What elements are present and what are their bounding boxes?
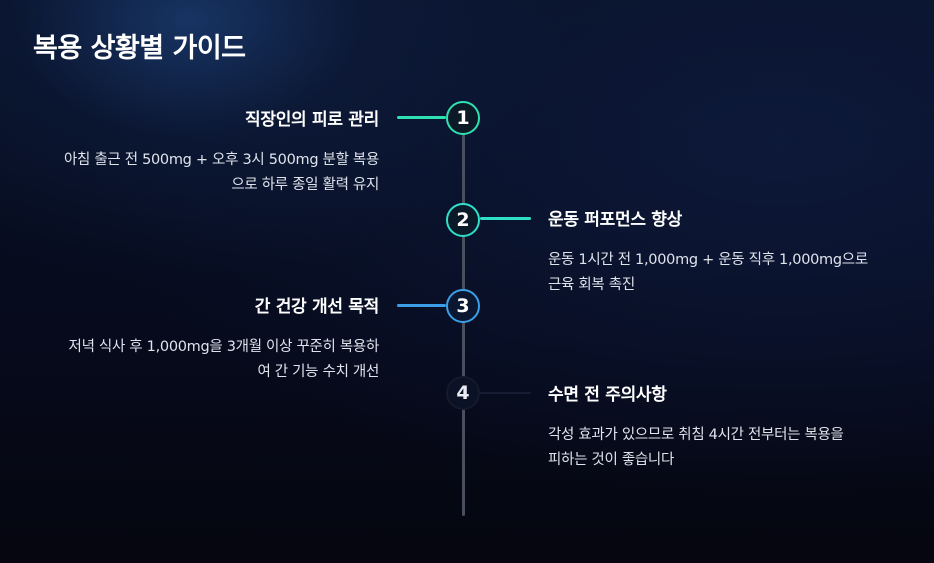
step-1-title: 직장인의 피로 관리 [245, 110, 379, 130]
step-4-desc-line-2: 피하는 것이 좋습니다 [548, 452, 674, 468]
step-3-connector [397, 304, 446, 307]
step-3-title: 간 건강 개선 목적 [254, 297, 380, 317]
step-2-marker: 2 [446, 203, 480, 237]
step-3-desc-line-1: 저녁 식사 후 1,000mg을 3개월 이상 꾸준히 복용하 [68, 339, 380, 355]
step-4-marker: 4 [446, 376, 480, 410]
step-3-card: 간 건강 개선 목적 저녁 식사 후 1,000mg을 3개월 이상 꾸준히 복… [9, 292, 380, 385]
step-1-description: 아침 출근 전 500mg + 오후 3시 500mg 분할 복용 으로 하루 … [19, 148, 379, 198]
step-4-desc-line-1: 각성 효과가 있으므로 취침 4시간 전부터는 복용을 [548, 427, 844, 443]
step-3-description: 저녁 식사 후 1,000mg을 3개월 이상 꾸준히 복용하 여 간 기능 수… [9, 335, 380, 385]
step-2-title: 운동 퍼포먼스 향상 [548, 210, 682, 230]
step-4-title: 수면 전 주의사항 [548, 385, 667, 405]
step-4-card: 수면 전 주의사항 각성 효과가 있으므로 취침 4시간 전부터는 복용을 피하… [548, 380, 908, 473]
step-2-description: 운동 1시간 전 1,000mg + 운동 직후 1,000mg으로 근육 회복… [548, 248, 908, 298]
page-title: 복용 상황별 가이드 [33, 33, 246, 64]
step-3-marker: 3 [446, 289, 480, 323]
step-1-marker: 1 [446, 101, 480, 135]
step-4-connector [480, 392, 531, 394]
step-1-card: 직장인의 피로 관리 아침 출근 전 500mg + 오후 3시 500mg 분… [19, 105, 379, 198]
step-4-description: 각성 효과가 있으므로 취침 4시간 전부터는 복용을 피하는 것이 좋습니다 [548, 423, 908, 473]
step-2-connector [480, 217, 531, 220]
step-2-desc-line-2: 근육 회복 촉진 [548, 277, 635, 293]
step-2-desc-line-1: 운동 1시간 전 1,000mg + 운동 직후 1,000mg으로 [548, 252, 868, 268]
step-1-desc-line-1: 아침 출근 전 500mg + 오후 3시 500mg 분할 복용 [63, 152, 379, 168]
step-1-desc-line-2: 으로 하루 종일 활력 유지 [231, 177, 379, 193]
step-1-connector [397, 116, 446, 119]
step-2-card: 운동 퍼포먼스 향상 운동 1시간 전 1,000mg + 운동 직후 1,00… [548, 205, 908, 298]
step-3-desc-line-2: 여 간 기능 수치 개선 [257, 364, 379, 380]
